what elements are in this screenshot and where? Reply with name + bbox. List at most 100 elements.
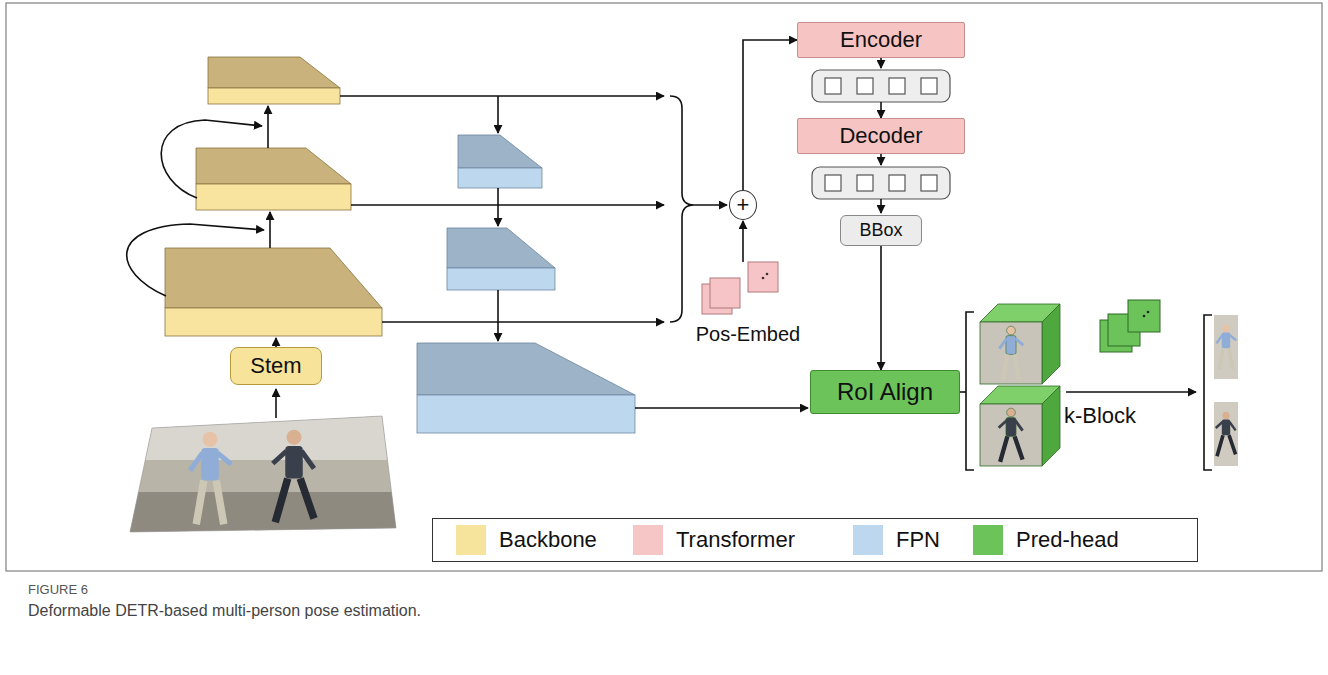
k-block-icon bbox=[1128, 300, 1160, 332]
pose-output-crop bbox=[1216, 412, 1236, 456]
backbone-layer bbox=[165, 308, 382, 336]
input-photo bbox=[130, 416, 396, 532]
bbox-box: BBox bbox=[840, 215, 922, 246]
figure-frame bbox=[6, 3, 1322, 571]
flow-connector bbox=[880, 246, 882, 371]
k-block-icon bbox=[1143, 315, 1146, 318]
token-row bbox=[889, 78, 905, 94]
legend-swatch bbox=[973, 525, 1003, 555]
token-row bbox=[857, 175, 873, 191]
legend-text: Backbone bbox=[499, 527, 597, 552]
token-row bbox=[921, 175, 937, 191]
fpn-layer bbox=[447, 268, 555, 290]
fpn-layer bbox=[458, 168, 542, 188]
flow-arrow bbox=[269, 212, 271, 248]
legend-text: Transformer bbox=[676, 527, 795, 552]
flow-arrow bbox=[880, 199, 882, 213]
legend-item: Pred-head bbox=[973, 524, 1119, 555]
node-text: Decoder bbox=[839, 123, 922, 148]
roi-feature-cube bbox=[999, 408, 1023, 462]
input-photo bbox=[273, 430, 314, 523]
flow-arrow bbox=[497, 96, 499, 133]
k-block-icon bbox=[1100, 300, 1160, 352]
pos-embed-icon bbox=[762, 277, 765, 280]
flow-arrow bbox=[880, 102, 882, 118]
roi-feature-cube bbox=[999, 326, 1023, 380]
token-row bbox=[825, 78, 841, 94]
fpn-layer bbox=[417, 135, 635, 433]
k-block-label: k-Block bbox=[1064, 403, 1136, 428]
flow-connector bbox=[743, 40, 797, 190]
input-photo bbox=[190, 432, 231, 525]
node-text: + bbox=[737, 192, 750, 217]
flow-arrow bbox=[275, 389, 277, 418]
pos-embed-icon bbox=[702, 262, 778, 314]
k-block-icon bbox=[1147, 311, 1150, 314]
fpn-layer bbox=[447, 228, 555, 268]
pos-embed-icon bbox=[748, 262, 778, 292]
roi-feature-cube bbox=[980, 322, 1042, 384]
token-row bbox=[812, 167, 950, 199]
flow-arrow bbox=[161, 120, 262, 198]
input-photo bbox=[125, 410, 405, 540]
roi-feature-cube bbox=[980, 304, 1060, 466]
flow-arrow bbox=[340, 95, 664, 97]
flow-arrow bbox=[742, 221, 744, 262]
legend-text: Pred-head bbox=[1016, 527, 1119, 552]
fpn-layer bbox=[417, 343, 635, 395]
flow-arrow bbox=[960, 391, 966, 393]
flow-arrow bbox=[694, 204, 727, 206]
flow-arrow bbox=[382, 321, 664, 323]
backbone-layer bbox=[165, 248, 382, 308]
node-text: BBox bbox=[859, 220, 902, 241]
input-photo bbox=[125, 492, 405, 540]
token-row bbox=[812, 70, 950, 102]
decoder-box: Decoder bbox=[797, 118, 965, 154]
token-row bbox=[857, 78, 873, 94]
roi-feature-cube bbox=[1042, 304, 1060, 384]
token-row bbox=[889, 175, 905, 191]
token-row bbox=[825, 175, 841, 191]
fpn-layer bbox=[417, 395, 635, 433]
flow-arrow bbox=[497, 290, 499, 341]
pos-embed-label: Pos-Embed bbox=[696, 323, 801, 346]
figure-caption: Deformable DETR-based multi-person pose … bbox=[28, 602, 421, 620]
input-photo bbox=[125, 410, 405, 540]
flow-arrow bbox=[267, 106, 269, 148]
stem-box: Stem bbox=[230, 347, 322, 385]
legend-text: FPN bbox=[896, 527, 940, 552]
backbone-layer bbox=[208, 57, 340, 88]
input-photo bbox=[125, 410, 405, 460]
legend-box: Backbone Transformer FPN Pred-head bbox=[432, 518, 1198, 562]
roi-feature-cube bbox=[1042, 386, 1060, 466]
flow-arrow bbox=[635, 407, 808, 409]
roi-feature-cube bbox=[980, 404, 1042, 466]
encoder-box: Encoder bbox=[797, 22, 965, 58]
pos-embed-icon bbox=[766, 273, 769, 276]
pos-embed-icon bbox=[710, 278, 740, 308]
node-text: Encoder bbox=[840, 27, 922, 52]
legend-swatch bbox=[853, 525, 883, 555]
node-text: Stem bbox=[250, 353, 301, 378]
flow-arrow bbox=[1066, 391, 1196, 393]
flow-arrow bbox=[1204, 315, 1212, 470]
flow-arrow bbox=[497, 188, 499, 226]
flow-arrow bbox=[966, 312, 974, 470]
flow-arrow bbox=[275, 338, 277, 347]
legend-item: Transformer bbox=[633, 524, 795, 555]
backbone-layer bbox=[196, 184, 351, 210]
pose-output-crop bbox=[1214, 315, 1238, 466]
legend-swatch bbox=[633, 525, 663, 555]
legend-item: Backbone bbox=[456, 524, 597, 555]
flow-arrow bbox=[670, 96, 694, 322]
legend-item: FPN bbox=[853, 524, 940, 555]
fpn-layer bbox=[458, 135, 542, 168]
pose-output-crop bbox=[1216, 325, 1236, 369]
legend-swatch bbox=[456, 525, 486, 555]
node-text: RoI Align bbox=[837, 378, 933, 406]
backbone-layer bbox=[196, 148, 351, 184]
flow-arrow bbox=[351, 204, 664, 206]
